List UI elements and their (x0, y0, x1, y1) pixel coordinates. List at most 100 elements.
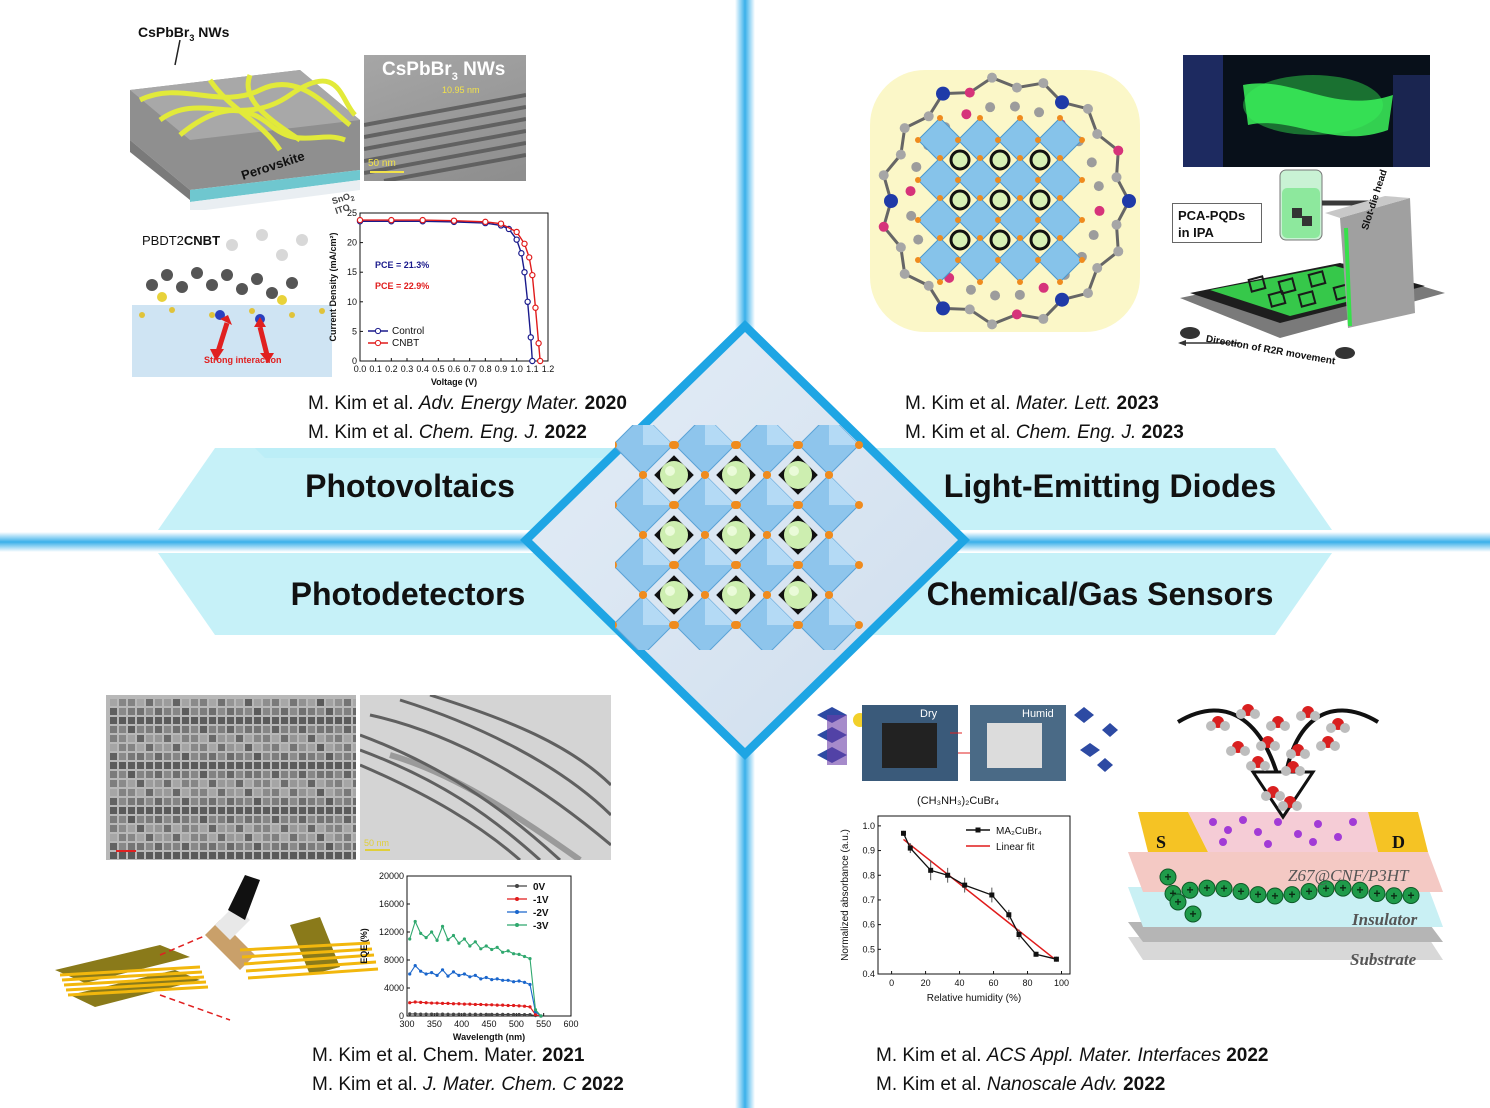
nanocube (173, 789, 180, 796)
nanocube (290, 798, 297, 805)
nanocube (245, 699, 252, 706)
nanocube (344, 717, 351, 724)
dry-label: Dry (920, 708, 938, 720)
nanocube (326, 735, 333, 742)
nanocube (272, 825, 279, 832)
nanocube (272, 708, 279, 715)
nanocube (155, 762, 162, 769)
hole-sign: + (1174, 895, 1181, 909)
x-axis-label: Wavelength (nm) (453, 1032, 525, 1042)
nanocube (272, 852, 279, 859)
nanocube (254, 699, 261, 706)
y-tick-label: 15 (347, 267, 357, 277)
nanocube (335, 771, 342, 778)
nanocube (182, 744, 189, 751)
nanocube (119, 789, 126, 796)
nanocube (128, 762, 135, 769)
ligand-atom (1113, 246, 1124, 257)
nanocube (164, 753, 171, 760)
legend-label: CNBT (392, 338, 419, 349)
ligand-atom (936, 301, 950, 316)
data-point (533, 1008, 538, 1012)
halide-atom (795, 621, 803, 629)
nanocube (128, 834, 135, 841)
data-point (1053, 956, 1059, 962)
nanocube (335, 852, 342, 859)
halide-atom (855, 501, 863, 509)
nanocube (263, 798, 270, 805)
x-tick-label: 0.9 (495, 364, 508, 374)
nanocube (146, 744, 153, 751)
pqd-halide (915, 177, 921, 183)
pqd-halide (915, 257, 921, 263)
ligand-atom (987, 319, 998, 330)
hydrogen-atom (1220, 721, 1230, 731)
nanocube (308, 798, 315, 805)
data-point (468, 1012, 472, 1016)
nanocube (218, 807, 225, 814)
hydrogen-atom (1280, 721, 1290, 731)
nanocube (326, 780, 333, 787)
ligand-atom (1038, 78, 1049, 89)
nanocube (344, 753, 351, 760)
y-tick-label: 12000 (379, 927, 404, 937)
nanocube (218, 717, 225, 724)
hole-carrier (1368, 884, 1386, 902)
ligand-atom (878, 221, 889, 232)
nanocube (245, 780, 252, 787)
pqd-halide (1035, 137, 1041, 143)
ligand-atom (923, 111, 934, 122)
octahedron-face (705, 595, 735, 625)
nanocube (200, 699, 207, 706)
data-point (479, 977, 483, 981)
ligand-atom (1009, 101, 1020, 112)
halide-atom (733, 441, 741, 449)
nanocube (299, 753, 306, 760)
halide-atom (615, 561, 617, 569)
nanocube (290, 753, 297, 760)
nanocube (209, 708, 216, 715)
led-citations: M. Kim et al. Mater. Lett. 2023 M. Kim e… (905, 389, 1184, 447)
nanocube (317, 762, 324, 769)
nanocube (128, 744, 135, 751)
data-point (962, 882, 968, 888)
nanocube (173, 834, 180, 841)
nanocube (209, 807, 216, 814)
nanocube (173, 735, 180, 742)
x-tick-label: 0.3 (401, 364, 414, 374)
pqd-halide (977, 155, 983, 161)
y-tick-label: 0.6 (862, 920, 875, 930)
nanocube (326, 717, 333, 724)
cation-highlight (789, 466, 799, 476)
halide-atom (855, 441, 863, 449)
nanocube (128, 843, 135, 850)
nanocube (317, 699, 324, 706)
citation-line: M. Kim et al. J. Mater. Chem. C 2022 (312, 1074, 624, 1095)
nanocube (308, 753, 315, 760)
series-line-ma2cubr4 (902, 833, 1057, 960)
y-tick-label: 10 (347, 297, 357, 307)
data-point (495, 1012, 499, 1016)
nanocube (263, 834, 270, 841)
nanocube (110, 852, 117, 859)
data-point (451, 1002, 456, 1006)
halide-atom (671, 441, 679, 449)
nanocube (200, 816, 207, 823)
nanocube (317, 726, 324, 733)
nanocube (344, 744, 351, 751)
nanocube (191, 735, 198, 742)
ligand-atom (878, 170, 889, 181)
nanocube (191, 699, 198, 706)
octahedron-face (643, 595, 673, 625)
nanocube (200, 825, 207, 832)
label-light-emitting-diodes: Light-Emitting Diodes (943, 468, 1277, 504)
nanocube (218, 789, 225, 796)
ligand-atom (1011, 309, 1022, 320)
nanocube (146, 843, 153, 850)
octahedron-face (767, 475, 797, 505)
nanocube (299, 852, 306, 859)
nanocube (281, 762, 288, 769)
data-point (440, 924, 445, 928)
hydrogen-atom (1281, 766, 1291, 776)
pqd-halide (1035, 217, 1041, 223)
